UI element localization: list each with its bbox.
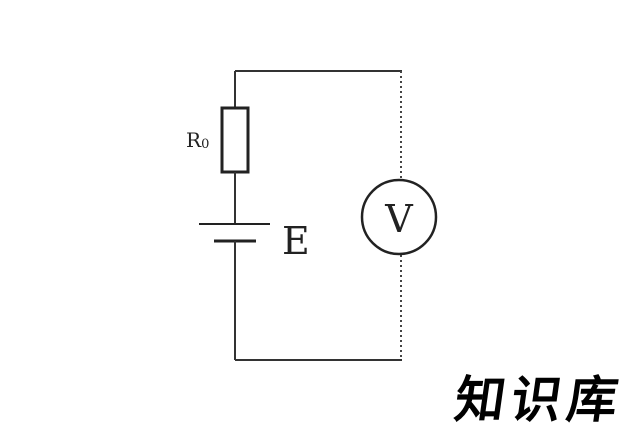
voltmeter-label: V (384, 197, 413, 241)
resistor-label-letter: R (186, 128, 202, 152)
watermark: 知识库 (447, 356, 633, 436)
watermark-text: 知识库 (451, 370, 628, 429)
resistor-label: R0 (186, 128, 209, 152)
resistor-label-subscript: 0 (201, 137, 209, 152)
voltmeter-circle (360, 178, 438, 256)
resistor-r0 (220, 106, 250, 174)
source-label: E (282, 219, 310, 263)
